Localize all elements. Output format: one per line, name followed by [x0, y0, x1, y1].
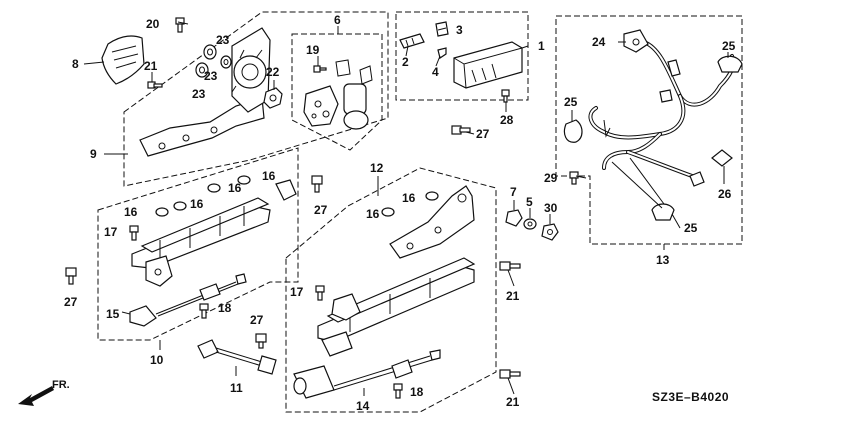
callout-27-b: 27	[314, 203, 328, 217]
callout-18-a: 18	[218, 301, 232, 315]
front-arrow-icon	[18, 386, 54, 406]
bolt-29	[569, 171, 579, 185]
callout-16-a: 16	[262, 169, 276, 183]
group-box-13	[555, 15, 743, 245]
callout-23-c: 23	[192, 87, 206, 101]
bolt-18-left	[199, 303, 209, 319]
group-box-9	[123, 11, 389, 187]
clamps-25	[563, 55, 743, 221]
switch-bracket-6	[303, 85, 339, 127]
callout-7: 7	[510, 185, 517, 199]
callout-20: 20	[146, 17, 160, 31]
motor-cable-14	[293, 349, 441, 399]
callout-8: 8	[72, 57, 79, 71]
bolt-27-left	[65, 267, 77, 285]
bolt-20	[175, 17, 185, 33]
group-box-10	[97, 147, 299, 341]
screw-19	[313, 65, 327, 73]
callout-28: 28	[500, 113, 514, 127]
callout-27-c: 27	[64, 295, 78, 309]
washers-23	[195, 44, 232, 78]
callout-16-f: 16	[402, 191, 416, 205]
callout-23-b: 23	[204, 69, 218, 83]
callout-25-c: 25	[684, 221, 698, 235]
callout-25-a: 25	[722, 39, 736, 53]
bolt-27-mid	[451, 125, 471, 135]
group-box-1	[395, 11, 529, 101]
bolt-27-lower	[255, 333, 267, 349]
callout-15: 15	[106, 307, 120, 321]
nuts-16-outer	[381, 191, 439, 217]
inner-track-assembly-10	[131, 179, 297, 287]
connector-2	[399, 33, 425, 49]
nut-22	[263, 87, 283, 109]
callout-16-e: 16	[366, 207, 380, 221]
nut-30	[541, 223, 559, 241]
callout-23-a: 23	[216, 33, 230, 47]
callout-17-a: 17	[104, 225, 118, 239]
washer-5	[523, 218, 537, 230]
callout-22: 22	[266, 65, 280, 79]
bolt-18-center	[393, 383, 403, 399]
wire-harness-13	[588, 40, 736, 187]
callout-17-b: 17	[290, 285, 304, 299]
callout-19: 19	[306, 43, 320, 57]
callout-6: 6	[334, 13, 341, 27]
bolt-27-center	[311, 175, 323, 193]
callout-labels: 1 2 3 4 5 6 7 8 9 10 11 12 13 14 15 16 1…	[64, 13, 736, 413]
callout-1: 1	[538, 39, 545, 53]
pin-4	[437, 47, 447, 59]
callout-30: 30	[544, 201, 558, 215]
diagram-code: SZ3E–B4020	[652, 390, 729, 404]
callout-11: 11	[230, 381, 243, 395]
clip-24	[623, 29, 649, 53]
callout-2: 2	[402, 55, 409, 69]
callout-21-b: 21	[506, 289, 520, 303]
group-box-12	[285, 167, 497, 413]
motor-cable-15	[129, 273, 247, 327]
callout-24: 24	[592, 35, 606, 49]
callout-27-d: 27	[250, 313, 264, 327]
callout-16-c: 16	[190, 197, 204, 211]
clip-26	[711, 149, 733, 167]
front-direction-indicator: FR.	[18, 379, 70, 406]
bolt-21-upper	[147, 81, 163, 89]
callout-27-a: 27	[476, 127, 490, 141]
callout-16-d: 16	[124, 205, 138, 219]
callout-9: 9	[90, 147, 97, 161]
callout-25-b: 25	[564, 95, 578, 109]
bolts-21-right	[499, 261, 521, 379]
leader-lines	[83, 21, 729, 396]
callout-29: 29	[544, 171, 558, 185]
callout-4: 4	[432, 65, 439, 79]
recliner-bracket-9	[139, 97, 265, 157]
callout-26: 26	[718, 187, 732, 201]
callout-3: 3	[456, 23, 463, 37]
callout-14: 14	[356, 399, 370, 413]
front-label: FR.	[52, 379, 70, 391]
callout-5: 5	[526, 195, 533, 209]
outer-track-bracket-12	[389, 185, 475, 259]
group-box-6	[291, 33, 383, 151]
callout-16-b: 16	[228, 181, 242, 195]
callout-10: 10	[150, 353, 164, 367]
nuts-16-inner	[155, 175, 251, 217]
control-unit-1	[453, 41, 523, 89]
callout-12: 12	[370, 161, 384, 175]
bolt-17-left	[129, 225, 139, 241]
callout-21-c: 21	[506, 395, 520, 409]
callout-21-a: 21	[144, 59, 158, 73]
switch-motor-6	[335, 59, 373, 130]
outer-track-assembly	[317, 257, 476, 357]
callout-13: 13	[656, 253, 670, 267]
callout-18-b: 18	[410, 385, 424, 399]
bolt-17-center	[315, 285, 325, 301]
nut-7	[505, 209, 523, 227]
recliner-cover-8	[101, 35, 145, 85]
cable-11	[197, 339, 277, 375]
